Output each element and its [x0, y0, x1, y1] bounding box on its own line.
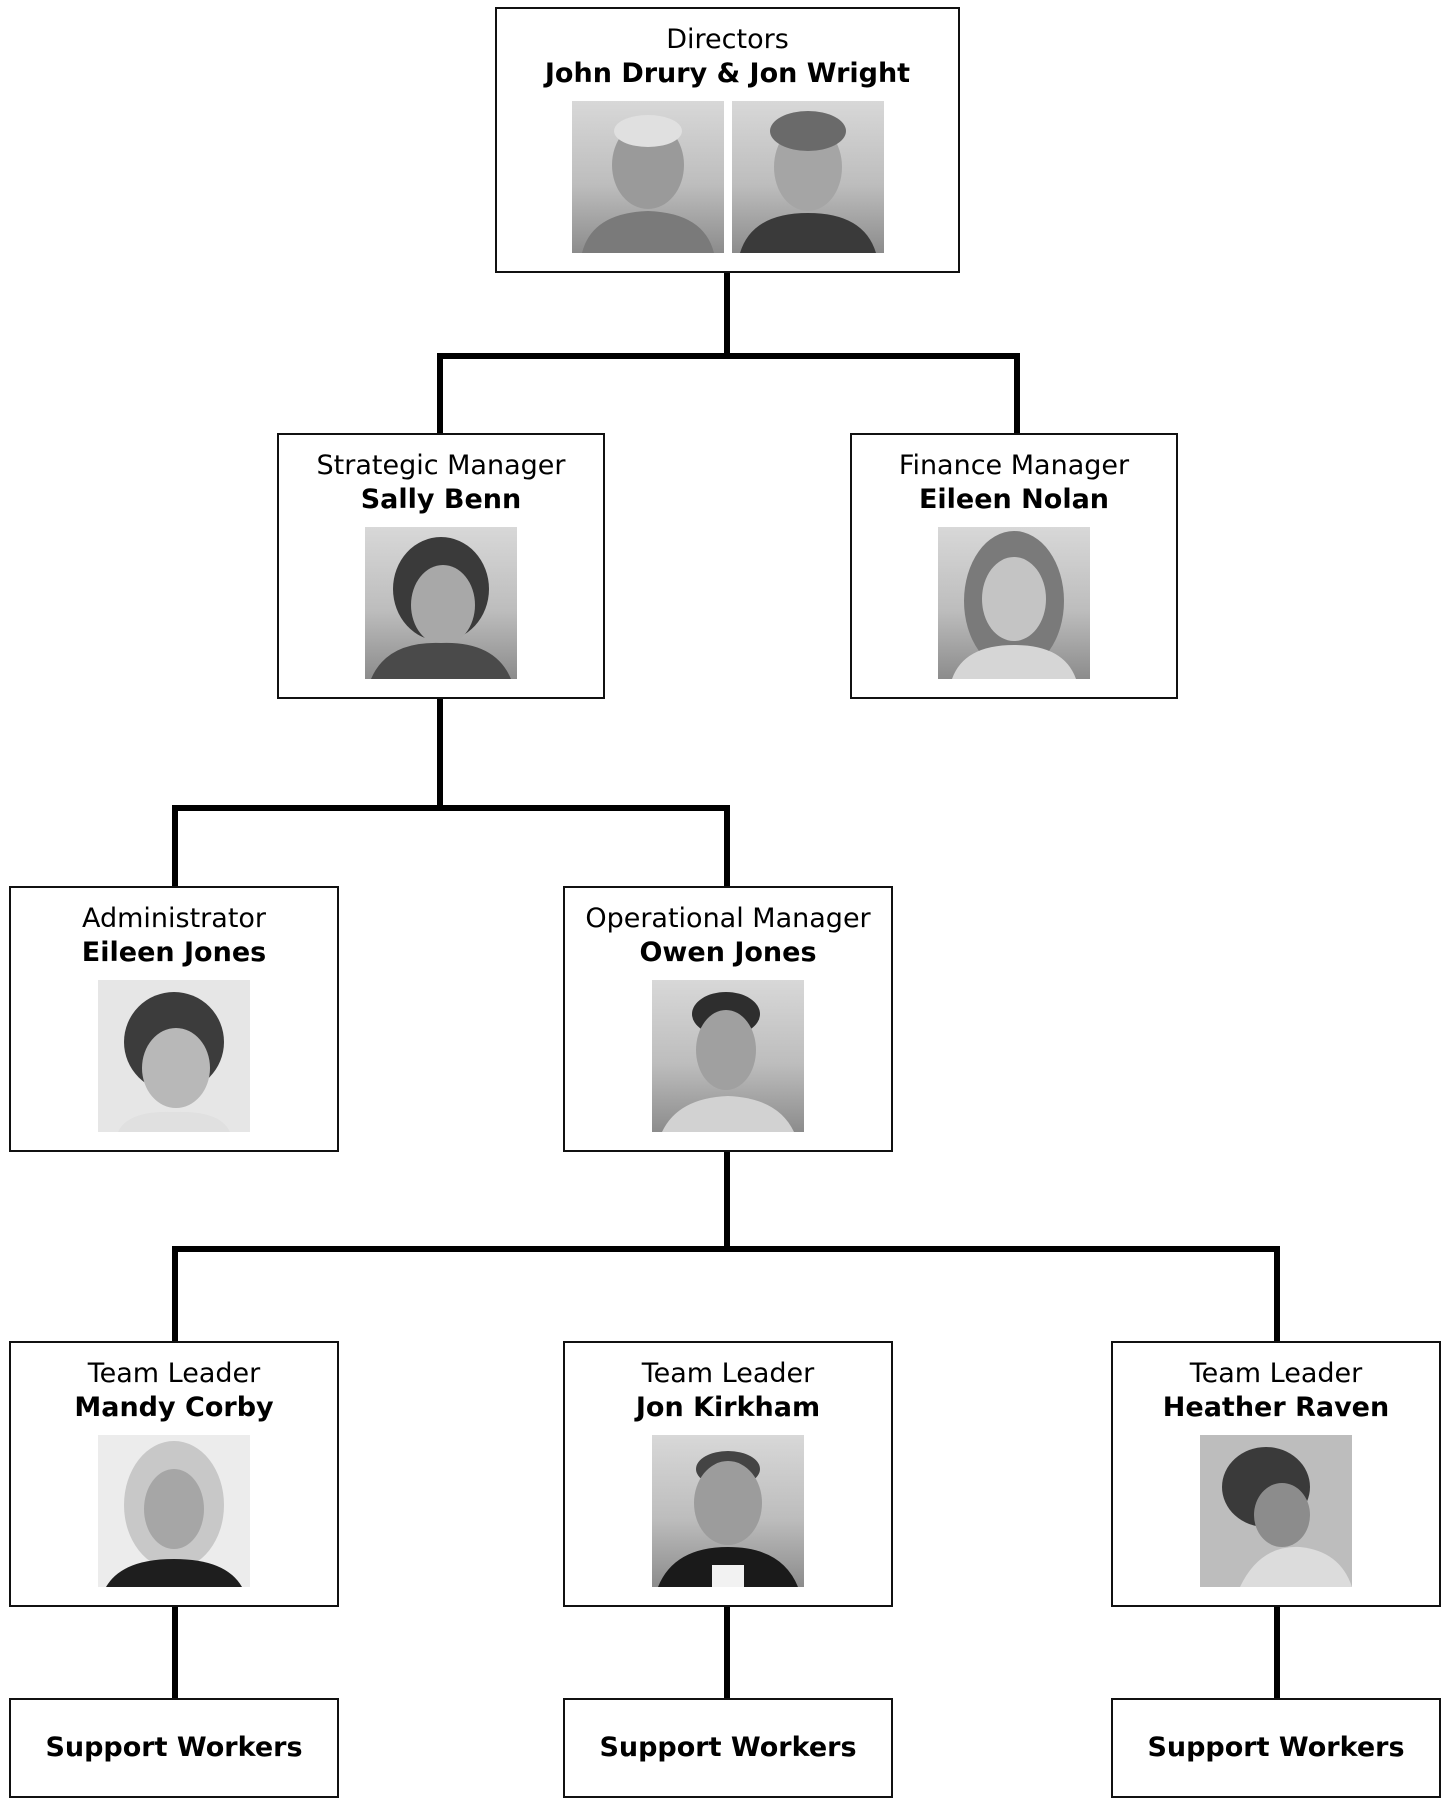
- finance-manager-name: Eileen Nolan: [918, 484, 1110, 515]
- director-photo-john-drury: [571, 101, 724, 253]
- administrator-name: Eileen Jones: [81, 937, 267, 968]
- administrator-photo: [98, 980, 250, 1132]
- team-leader-role: Team Leader: [1189, 1358, 1363, 1389]
- team-leader-name: Jon Kirkham: [635, 1392, 821, 1423]
- directors-name: John Drury & Jon Wright: [544, 58, 911, 89]
- finance-manager-box: Finance Manager Eileen Nolan: [850, 433, 1178, 699]
- team-leader-box-3: Team Leader Heather Raven: [1111, 1341, 1441, 1607]
- team-leader-box-2: Team Leader Jon Kirkham: [563, 1341, 893, 1607]
- support-workers-label: Support Workers: [45, 1732, 303, 1763]
- team-leader-photo-2: [652, 1435, 804, 1587]
- team-leader-box-1: Team Leader Mandy Corby: [9, 1341, 339, 1607]
- team-leader-photo-1: [98, 1435, 250, 1587]
- administrator-box: Administrator Eileen Jones: [9, 886, 339, 1152]
- finance-manager-photo: [938, 527, 1090, 679]
- support-workers-label: Support Workers: [599, 1732, 857, 1763]
- director-photo-jon-wright: [731, 101, 884, 253]
- operational-manager-box: Operational Manager Owen Jones: [563, 886, 893, 1152]
- support-workers-label: Support Workers: [1147, 1732, 1405, 1763]
- team-leader-name: Mandy Corby: [74, 1392, 274, 1423]
- team-leader-role: Team Leader: [641, 1358, 815, 1389]
- operational-manager-role: Operational Manager: [585, 903, 871, 934]
- strategic-manager-photo: [365, 527, 517, 679]
- operational-manager-name: Owen Jones: [639, 937, 817, 968]
- administrator-role: Administrator: [81, 903, 267, 934]
- strategic-manager-box: Strategic Manager Sally Benn: [277, 433, 605, 699]
- directors-box: Directors John Drury & Jon Wright: [495, 7, 960, 273]
- support-workers-box-3: Support Workers: [1111, 1698, 1441, 1798]
- team-leader-photo-3: [1200, 1435, 1352, 1587]
- strategic-manager-role: Strategic Manager: [316, 450, 566, 481]
- strategic-manager-name: Sally Benn: [360, 484, 522, 515]
- support-workers-box-1: Support Workers: [9, 1698, 339, 1798]
- directors-role: Directors: [666, 24, 789, 55]
- operational-manager-photo: [652, 980, 804, 1132]
- support-workers-box-2: Support Workers: [563, 1698, 893, 1798]
- team-leader-name: Heather Raven: [1162, 1392, 1390, 1423]
- finance-manager-role: Finance Manager: [898, 450, 1130, 481]
- team-leader-role: Team Leader: [87, 1358, 261, 1389]
